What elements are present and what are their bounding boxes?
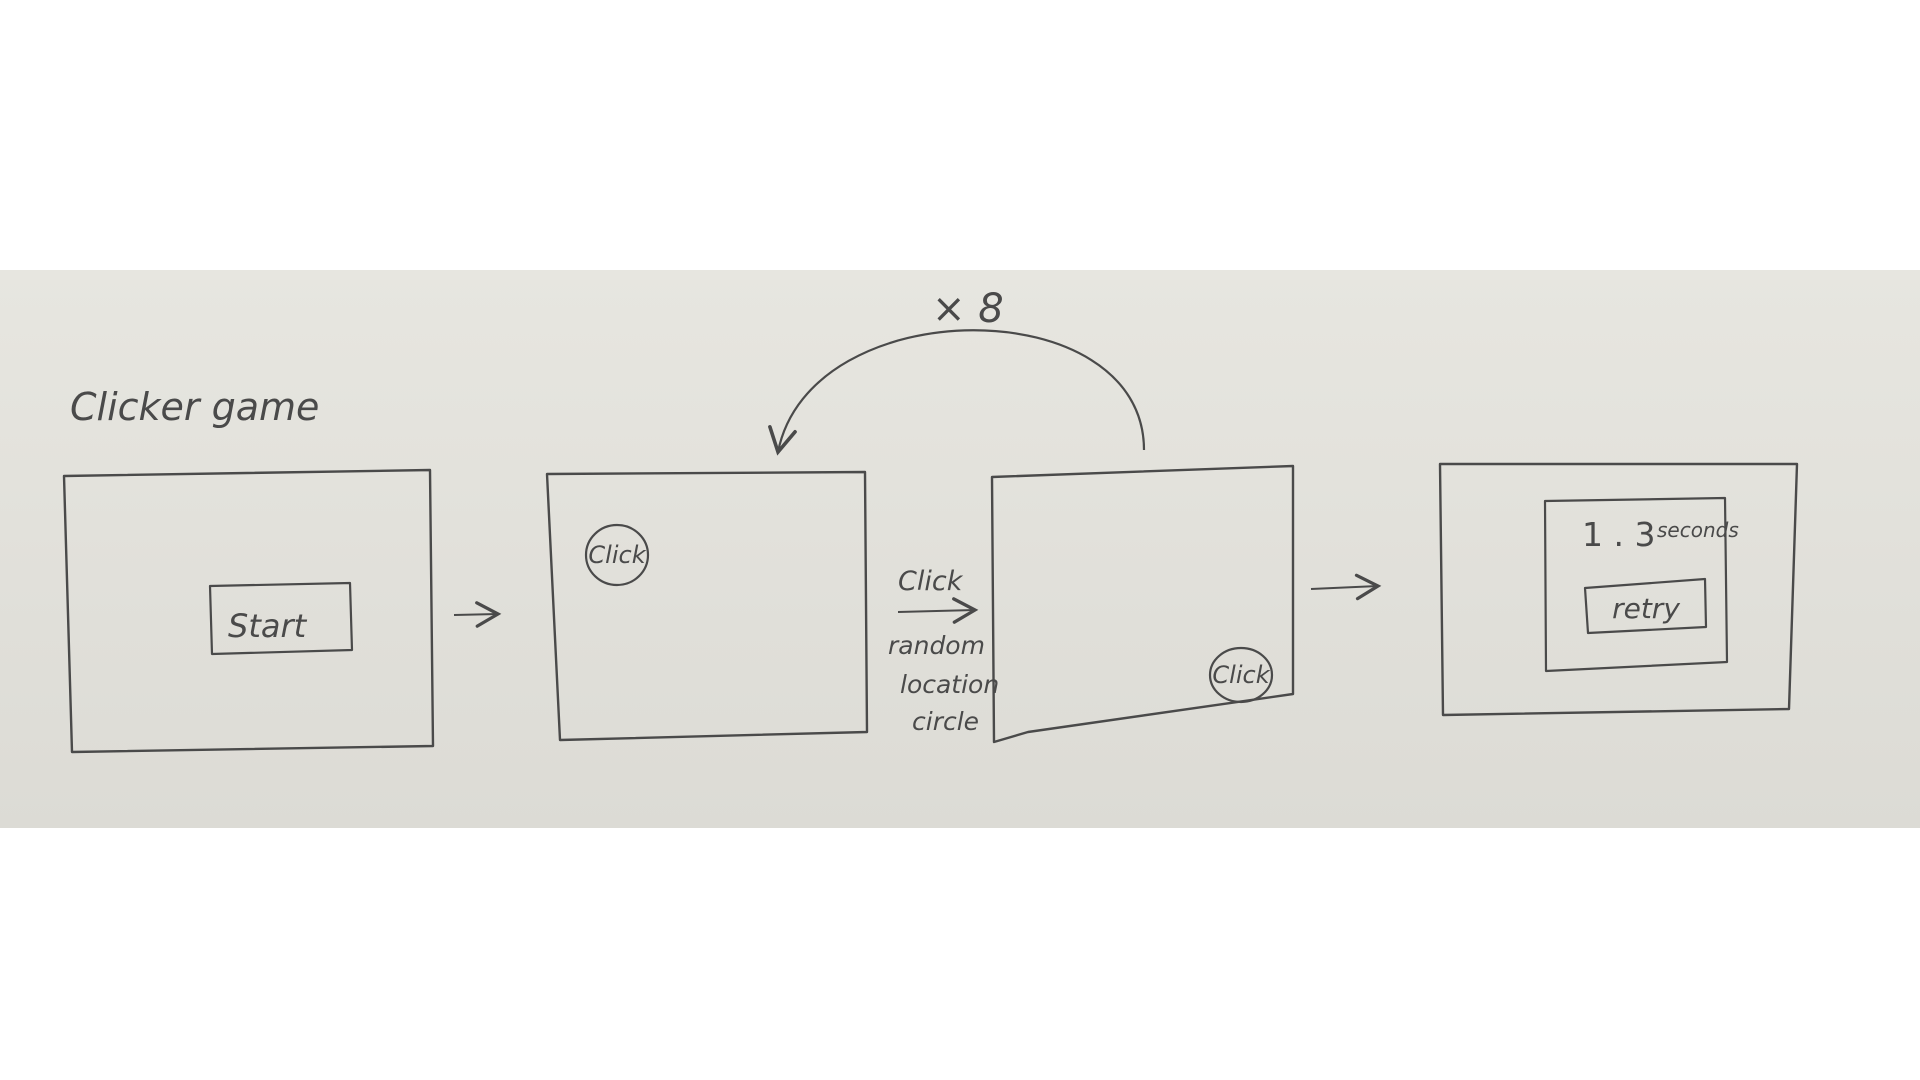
retry-button[interactable]: retry [1583,577,1708,635]
transition-note-random: random [888,631,985,660]
start-screen-frame [62,468,435,754]
transition-note-location: location [900,670,999,699]
loop-count-label: × 8 [932,286,1004,332]
result-time-unit: seconds [1657,518,1739,542]
arrow-start-to-game [453,601,502,628]
loop-arrow [768,329,1146,456]
arrow-game-to-result [1310,573,1382,601]
result-screen-frame [1438,462,1799,717]
retry-button-label: retry [1612,592,1680,625]
click-circle-2-label: Click [1212,661,1270,689]
transition-note-circle: circle [912,707,979,736]
click-circle-1[interactable]: Click [584,523,650,587]
game-screen-1-frame [545,470,869,742]
start-button-label: Start [228,607,308,645]
result-dialog: 1 . 3 seconds [1543,496,1739,673]
arrow-game-to-game [897,597,979,624]
diagram-title: Clicker game [70,385,319,429]
transition-note-click: Click [898,566,964,597]
click-circle-1-label: Click [588,541,646,569]
result-time-value: 1 . 3 [1582,515,1655,554]
click-circle-2[interactable]: Click [1208,646,1274,704]
game-screen-2-frame [990,464,1295,744]
start-button[interactable]: Start [208,581,354,656]
paper-sheet [0,270,1920,828]
